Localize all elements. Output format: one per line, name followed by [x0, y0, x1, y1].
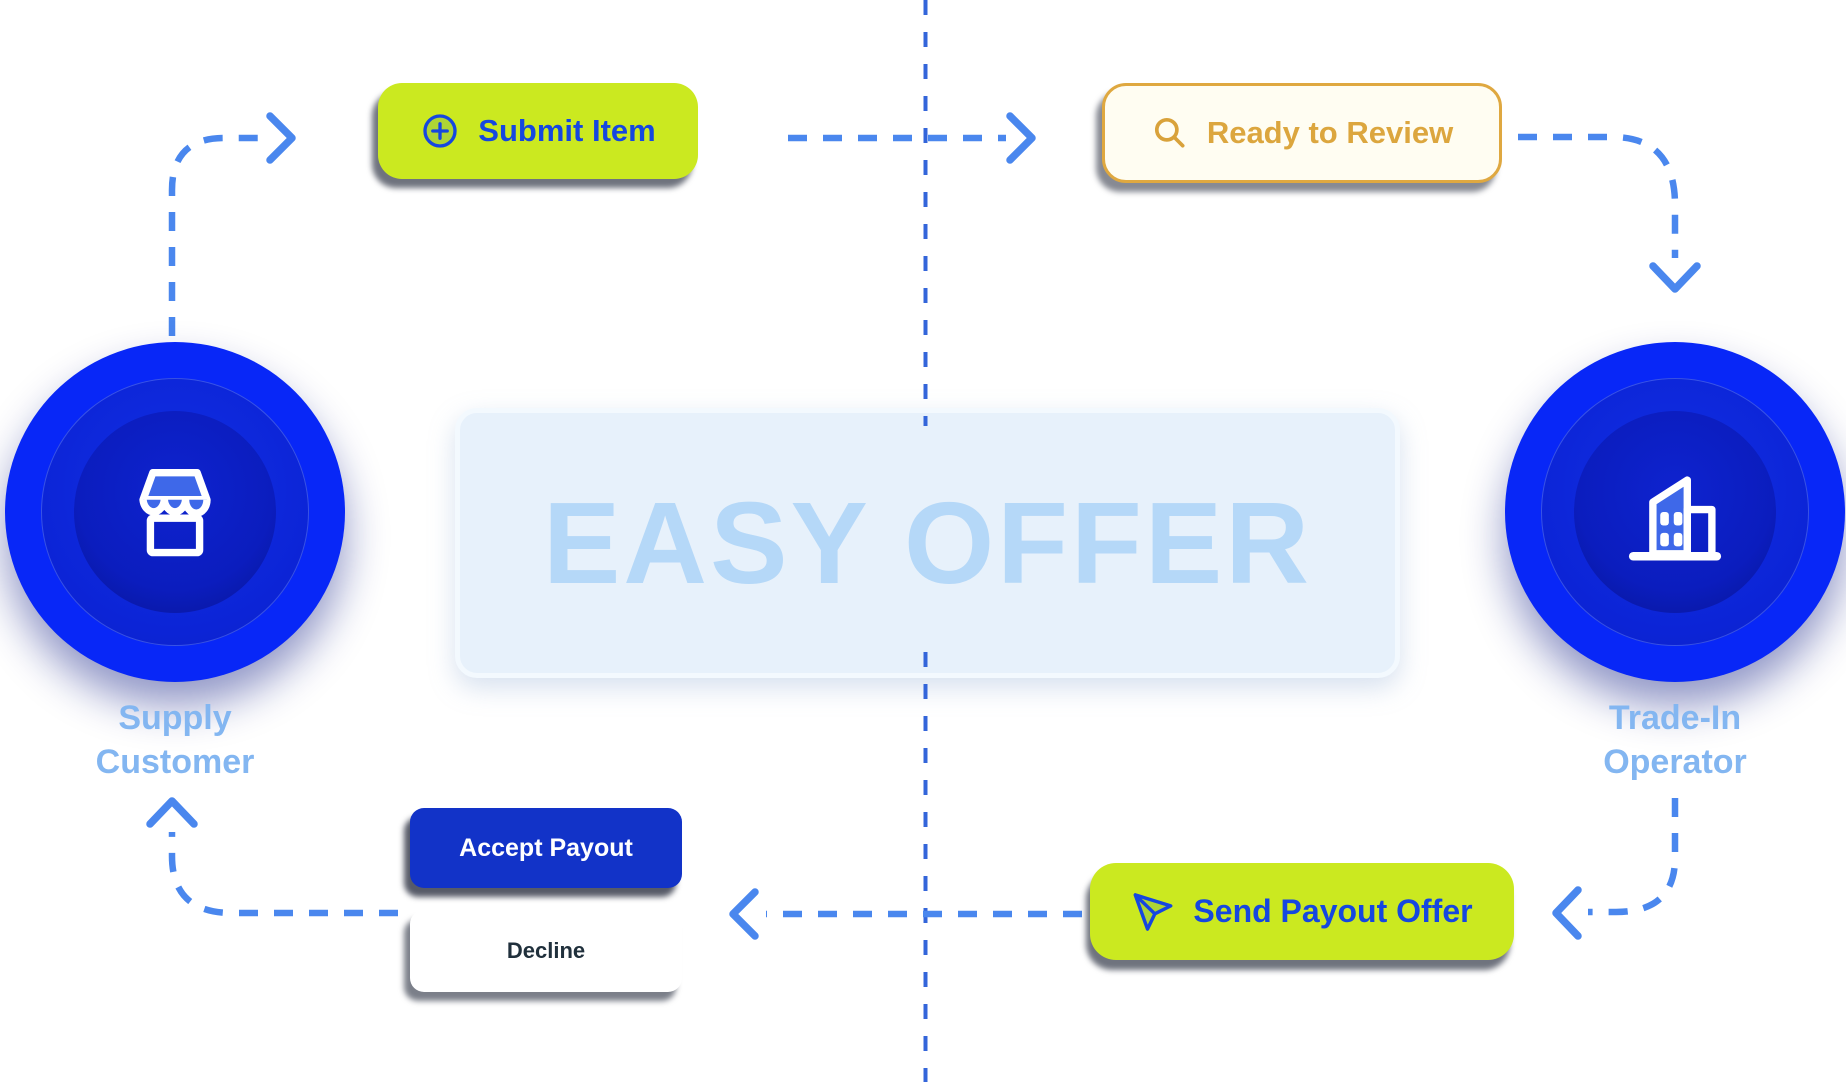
- send-icon: [1131, 890, 1175, 934]
- ready-to-review-button[interactable]: Ready to Review: [1102, 83, 1502, 183]
- arrowhead-down-right: [1649, 262, 1701, 293]
- diagram-title: EASY OFFER: [542, 478, 1313, 608]
- search-icon: [1151, 114, 1189, 152]
- node-trade-in-operator-core: [1573, 410, 1777, 614]
- node-supply-customer: [5, 342, 345, 682]
- trade-in-operator-label-line2: Operator: [1603, 743, 1747, 781]
- decline-label: Decline: [506, 938, 586, 963]
- arrow-review-to-operator: [1518, 133, 1679, 258]
- supply-customer-label-line1: Supply: [118, 699, 232, 737]
- submit-item-label: Submit Item: [478, 113, 656, 148]
- node-supply-customer-core: [73, 410, 277, 614]
- decline-button[interactable]: Decline: [410, 910, 682, 992]
- arrow-operator-to-send: [1588, 798, 1679, 916]
- accept-payout-label: Accept Payout: [459, 833, 633, 862]
- trade-in-operator-label: Trade-In Operator: [1505, 696, 1845, 784]
- arrow-decision-to-supply: [168, 832, 398, 917]
- arrowhead-right-top-mid: [1006, 112, 1036, 164]
- arrowhead-up-bottom-left: [146, 797, 198, 828]
- easy-offer-panel: EASY OFFER: [455, 408, 1400, 678]
- supply-customer-label: Supply Customer: [5, 696, 345, 784]
- ready-to-review-label: Ready to Review: [1206, 115, 1454, 150]
- arrow-supply-to-submit: [168, 134, 264, 336]
- submit-item-button[interactable]: Submit Item: [378, 83, 698, 179]
- building-icon: [1628, 476, 1722, 561]
- arrowhead-left-bottom-mid: [729, 888, 759, 940]
- node-supply-customer-ring: [40, 377, 310, 647]
- storefront-icon: [139, 468, 211, 557]
- trade-in-operator-label-line1: Trade-In: [1608, 699, 1742, 737]
- node-trade-in-operator: [1505, 342, 1845, 682]
- supply-customer-label-line2: Customer: [95, 743, 255, 781]
- accept-payout-button[interactable]: Accept Payout: [410, 808, 682, 888]
- node-trade-in-operator-ring: [1540, 377, 1810, 647]
- plus-circle-icon: [420, 111, 460, 151]
- arrowhead-left-bottom-right: [1552, 886, 1582, 940]
- arrowhead-right-top-left: [266, 112, 296, 164]
- send-payout-offer-label: Send Payout Offer: [1193, 893, 1473, 929]
- send-payout-offer-button[interactable]: Send Payout Offer: [1090, 863, 1514, 960]
